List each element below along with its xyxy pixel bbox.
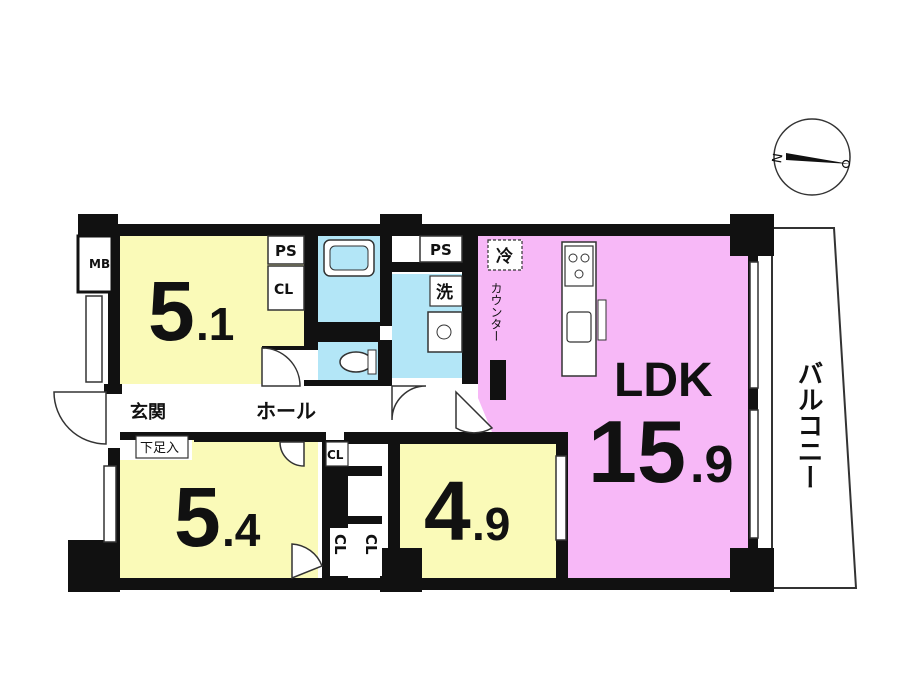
- sink-icon: [566, 311, 592, 343]
- ldk-room: [478, 236, 748, 578]
- compass-needle-icon: [786, 153, 850, 164]
- cl-hall-label: CL: [327, 448, 344, 462]
- washer-label: 洗: [436, 282, 453, 303]
- ldk-label: LDK: [614, 354, 713, 407]
- balcony-label: バルコニー: [793, 360, 823, 490]
- cl-1-label: CL: [331, 534, 349, 555]
- compass: N: [770, 118, 851, 196]
- windows: [85, 261, 759, 543]
- door-swings: [53, 347, 494, 580]
- ldk-size-dec: .9: [690, 436, 733, 494]
- ps-1-label: PS: [275, 242, 297, 260]
- bedroom-2-room: [120, 440, 318, 578]
- counter-label: カウンター: [489, 282, 503, 342]
- toilet-icon: [339, 349, 377, 375]
- entrance-label: 玄関: [130, 401, 166, 423]
- bedroom-1-size-int: 5: [148, 264, 195, 358]
- wash-basin-icon: [427, 311, 463, 353]
- bedroom-3-size-dec: .9: [472, 498, 510, 550]
- shoe-storage-label: 下足入: [140, 441, 179, 456]
- hall-label: ホール: [256, 399, 316, 423]
- bathtub-icon: [323, 239, 375, 277]
- ldk-size-int: 15: [588, 402, 686, 501]
- kitchen-counter: [561, 241, 607, 377]
- bedroom-3-size-int: 4: [424, 464, 471, 558]
- fridge-label: 冷: [496, 246, 513, 267]
- bedroom-1-room: [120, 236, 306, 384]
- cl-2-label: CL: [362, 534, 380, 555]
- cl-bedroom1-label: CL: [274, 282, 293, 298]
- bedroom-1-size-dec: .1: [196, 298, 234, 350]
- compass-north-label: N: [770, 152, 786, 164]
- bedroom-2-size-dec: .4: [222, 504, 261, 556]
- bedroom-2-size-int: 5: [174, 470, 221, 564]
- ps-2-label: PS: [430, 241, 452, 259]
- stove-icon: [564, 245, 594, 287]
- mb-label: MB: [89, 257, 110, 271]
- bedroom-3-room: [396, 444, 558, 578]
